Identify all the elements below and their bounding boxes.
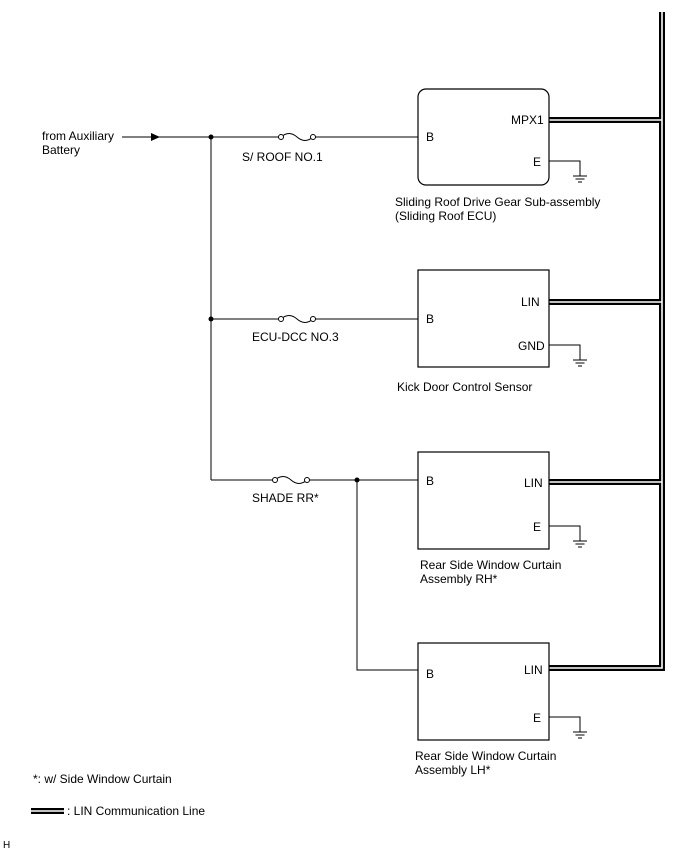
component-name-line1: Kick Door Control Sensor bbox=[397, 380, 532, 394]
pin-mpx1-label: MPX1 bbox=[511, 113, 544, 127]
pin-b-label: B bbox=[426, 130, 434, 144]
component-name-line1: Rear Side Window Curtain bbox=[415, 749, 556, 763]
ground-symbol bbox=[573, 175, 587, 183]
pin-b-label: B bbox=[426, 474, 434, 488]
lin-bus bbox=[548, 12, 665, 671]
fuse-label: ECU-DCC NO.3 bbox=[252, 330, 339, 344]
component-name-line1: Sliding Roof Drive Gear Sub-assembly bbox=[395, 195, 600, 209]
junction-dot bbox=[354, 477, 360, 483]
source-label-line1: from Auxiliary bbox=[42, 129, 114, 143]
component-name-line2: (Sliding Roof ECU) bbox=[395, 209, 496, 223]
component-curtain-assembly-lh: B LIN E Rear Side Window Curtain Assembl… bbox=[415, 642, 587, 777]
junction-dot bbox=[208, 134, 214, 140]
component-kick-door-control-sensor: B LIN GND Kick Door Control Sensor bbox=[397, 269, 587, 394]
component-sliding-roof-ecu: B MPX1 E Sliding Roof Drive Gear Sub-ass… bbox=[395, 88, 600, 223]
pin-e-label: E bbox=[533, 711, 541, 725]
pin-e-label: E bbox=[533, 155, 541, 169]
footnote-text: *: w/ Side Window Curtain bbox=[33, 772, 172, 786]
pin-lin-label: LIN bbox=[521, 295, 540, 309]
power-source: from Auxiliary Battery bbox=[42, 129, 160, 157]
fuse-label: SHADE RR* bbox=[252, 491, 319, 505]
pin-e-label: E bbox=[533, 520, 541, 534]
ground-symbol bbox=[573, 731, 587, 739]
power-wiring bbox=[160, 134, 418, 671]
fuse-ecu-dcc-no3: ECU-DCC NO.3 bbox=[252, 315, 339, 344]
junction-dot bbox=[208, 316, 214, 322]
lin-line-legend-label: : LIN Communication Line bbox=[67, 804, 205, 818]
component-name-line2: Assembly LH* bbox=[415, 763, 491, 777]
fuse-s-roof-no1: S/ ROOF NO.1 bbox=[242, 133, 323, 164]
corner-mark: H bbox=[3, 840, 10, 851]
pin-gnd-label: GND bbox=[518, 339, 545, 353]
legend: *: w/ Side Window Curtain : LIN Communic… bbox=[31, 772, 205, 818]
ground-symbol bbox=[573, 540, 587, 548]
fuse-label: S/ ROOF NO.1 bbox=[242, 150, 323, 164]
pin-lin-label: LIN bbox=[524, 663, 543, 677]
component-curtain-assembly-rh: B LIN E Rear Side Window Curtain Assembl… bbox=[417, 451, 587, 586]
fuse-shade-rr: SHADE RR* bbox=[252, 476, 319, 505]
component-name-line1: Rear Side Window Curtain bbox=[420, 558, 561, 572]
pin-lin-label: LIN bbox=[524, 476, 543, 490]
component-name-line2: Assembly RH* bbox=[420, 572, 498, 586]
source-label-line2: Battery bbox=[42, 143, 80, 157]
pin-b-label: B bbox=[426, 312, 434, 326]
ground-symbol bbox=[573, 359, 587, 367]
source-arrow-head bbox=[151, 133, 160, 141]
pin-b-label: B bbox=[426, 667, 434, 681]
